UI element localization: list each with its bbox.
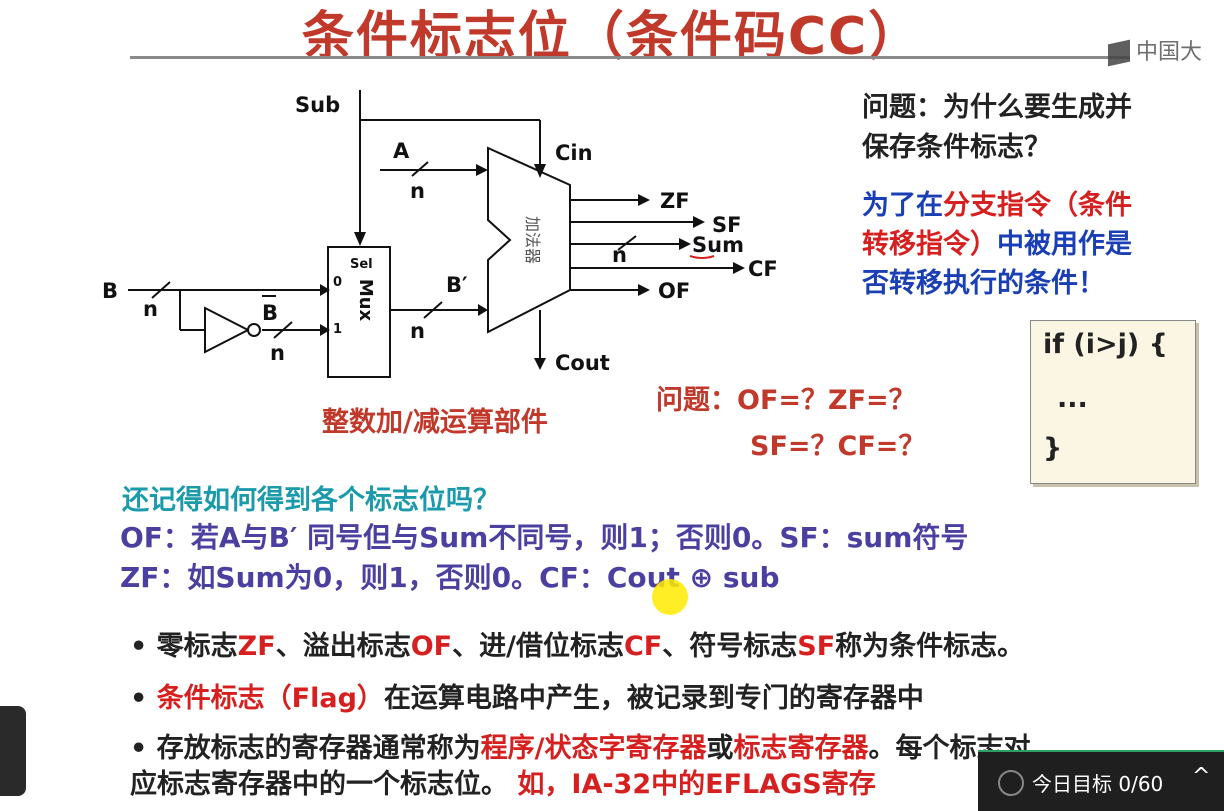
question-line-1: 问题：为什么要生成并	[862, 92, 1132, 123]
bullet-item: • 存放标志的寄存器通常称为程序/状态字寄存器或标志寄存器。每个标志对	[130, 733, 1031, 764]
code-line-2: ...	[1057, 383, 1088, 414]
bullet-text: 、溢出标志	[275, 631, 411, 662]
bullet-highlight: 程序/状态字寄存器	[480, 733, 707, 764]
adder-circuit-diagram: Sub A Cin n B n B n B′ n ZF SF Sum n CF …	[102, 90, 778, 378]
of-label: OF	[658, 279, 690, 303]
watermark-logo: 中国大	[1108, 34, 1203, 67]
answer-text: 为了在分支指令（条件 转移指令）中被用作是 否转移执行的条件！	[862, 186, 1202, 303]
code-line-1: if (i>j) {	[1043, 329, 1168, 360]
progress-ring-icon	[998, 770, 1024, 796]
bullet-text: 称为条件标志。	[835, 631, 1025, 662]
b-bar-label: B	[262, 301, 278, 325]
bullet-text: 存放标志的寄存器通常称为	[156, 733, 481, 764]
mux-label: Mux	[355, 279, 376, 322]
sum-label: Sum	[692, 233, 744, 257]
n-label: n	[270, 341, 285, 365]
sub-label: Sub	[295, 93, 340, 117]
bullet-text: 零标志	[156, 631, 238, 662]
n-label: n	[143, 297, 158, 321]
logo-icon	[1108, 39, 1130, 67]
answer-part: 中被用作是	[997, 229, 1132, 260]
cin-label: Cin	[555, 141, 593, 165]
question-flags-line-1: 问题：OF=？ZF=？	[656, 385, 916, 416]
bullet-text: 、进/借位标志	[452, 631, 624, 662]
daily-goal-widget[interactable]: 今日目标 0/60 ^	[978, 750, 1224, 811]
b-label: B	[102, 279, 118, 303]
code-example-box: if (i>j) { ... }	[1030, 320, 1196, 484]
adder-label: 加法器	[523, 216, 542, 264]
mux-input-1: 1	[333, 322, 342, 337]
circuit-caption: 整数加/减运算部件	[322, 407, 548, 438]
bullet-highlight: 标志寄存器	[733, 733, 869, 764]
bullet-flag: SF	[797, 631, 836, 662]
cout-label: Cout	[555, 351, 610, 375]
bullet-item: • 零标志ZF、溢出标志OF、进/借位标志CF、符号标志SF称为条件标志。	[130, 631, 1025, 662]
question-flags-line-2: SF=？CF=？	[750, 431, 926, 462]
answer-part: 否转移执行的条件！	[862, 268, 1105, 299]
bullet-flag: ZF	[237, 631, 276, 662]
b-prime-label: B′	[446, 273, 468, 297]
recall-heading: 还记得如何得到各个标志位吗？	[122, 485, 500, 516]
code-line-3: }	[1043, 433, 1063, 464]
answer-part-highlight: 分支指令（条件	[943, 190, 1132, 221]
answer-part-highlight: 转移指令）	[862, 229, 997, 260]
recall-line-1: OF：若A与B′ 同号但与Sum不同号，则1；否则0。SF：sum符号	[120, 521, 969, 554]
bullet-text: 在运算电路中产生，被记录到专门的寄存器中	[383, 683, 924, 714]
expand-caret-icon[interactable]: ^	[1192, 764, 1211, 789]
n-label: n	[612, 243, 627, 267]
zf-label: ZF	[660, 189, 690, 213]
goal-label: 今日目标 0/60	[1032, 772, 1164, 796]
bullet-text: 、符号标志	[662, 631, 798, 662]
bullet-text: 或	[706, 733, 734, 764]
bullet-highlight: 如，IA-32中的EFLAGS寄存	[517, 769, 876, 800]
bullet-flag: CF	[623, 631, 663, 662]
pointer-highlight	[652, 579, 688, 615]
title-divider	[130, 56, 1130, 59]
bullet-text: 应标志寄存器中的一个标志位。	[130, 769, 518, 800]
side-panel-tab[interactable]	[0, 706, 26, 796]
bullet-flag: OF	[410, 631, 453, 662]
mux-input-0: 0	[333, 275, 342, 290]
bullet-item-continued: 应标志寄存器中的一个标志位。 如，IA-32中的EFLAGS寄存	[130, 762, 876, 801]
sel-label: Sel	[350, 257, 373, 272]
question-line-2: 保存条件标志？	[862, 132, 1051, 163]
watermark-text: 中国大	[1136, 40, 1203, 65]
bullet-highlight: 条件标志（Flag）	[156, 683, 384, 714]
cf-label: CF	[748, 257, 778, 281]
question-why-flags: 问题：为什么要生成并 保存条件标志？	[862, 88, 1202, 168]
bullet-item: • 条件标志（Flag）在运算电路中产生，被记录到专门的寄存器中	[130, 683, 924, 714]
n-label: n	[410, 179, 425, 203]
a-label: A	[393, 139, 410, 163]
answer-part: 为了在	[862, 190, 943, 221]
sf-label: SF	[712, 213, 741, 237]
n-label: n	[410, 319, 425, 343]
